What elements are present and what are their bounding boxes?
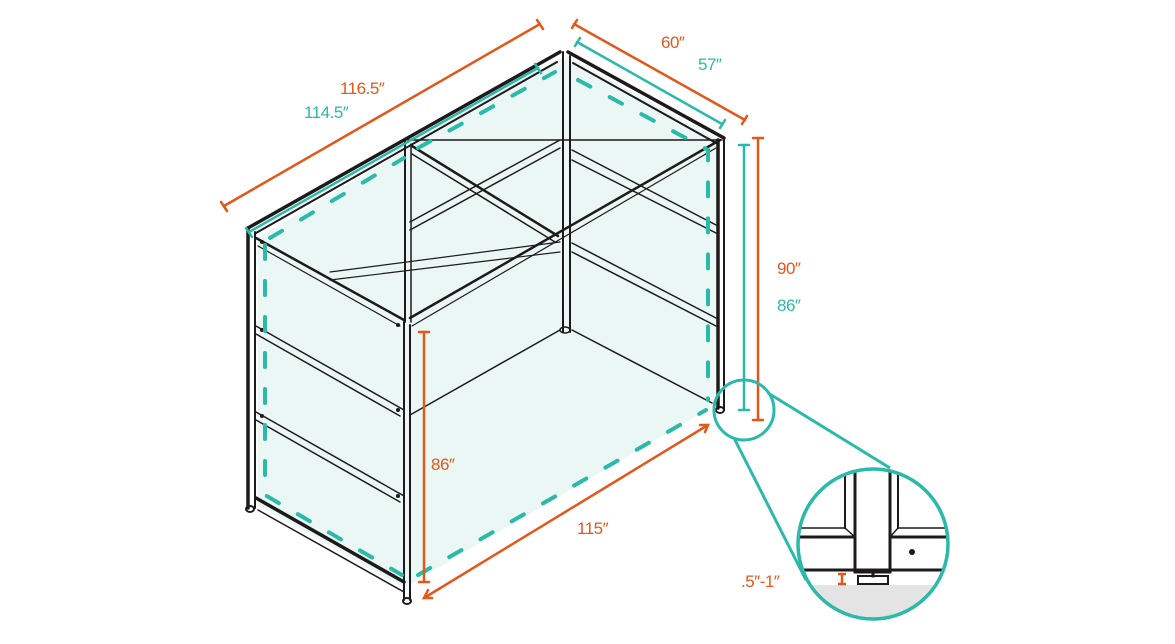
frame-left-side	[254, 240, 406, 593]
front-height-label: 86″	[431, 455, 455, 474]
leveler-range-label: .5″-1″	[741, 572, 780, 591]
glass-panels	[258, 55, 720, 588]
depth-inner-label: 57″	[698, 55, 722, 74]
front-length-label: 115″	[577, 519, 609, 538]
inner-dimension-outline	[263, 70, 710, 577]
length-outer-label: 116.5″	[340, 79, 385, 98]
depth-outer-label: 60″	[661, 33, 685, 52]
length-inner-label: 114.5″	[304, 103, 349, 122]
leveler-foot-detail	[798, 469, 948, 619]
height-inner-label: 86″	[777, 296, 801, 315]
height-outer-label: 90″	[777, 259, 801, 278]
frame-posts	[245, 138, 725, 605]
callout-source-circle	[712, 378, 776, 442]
inner-dimension-lines	[244, 36, 751, 412]
detail-callout	[712, 378, 950, 621]
frame-top-cross	[254, 138, 723, 327]
outer-dimension-lines	[219, 18, 765, 600]
callout-detail-circle	[796, 467, 950, 621]
